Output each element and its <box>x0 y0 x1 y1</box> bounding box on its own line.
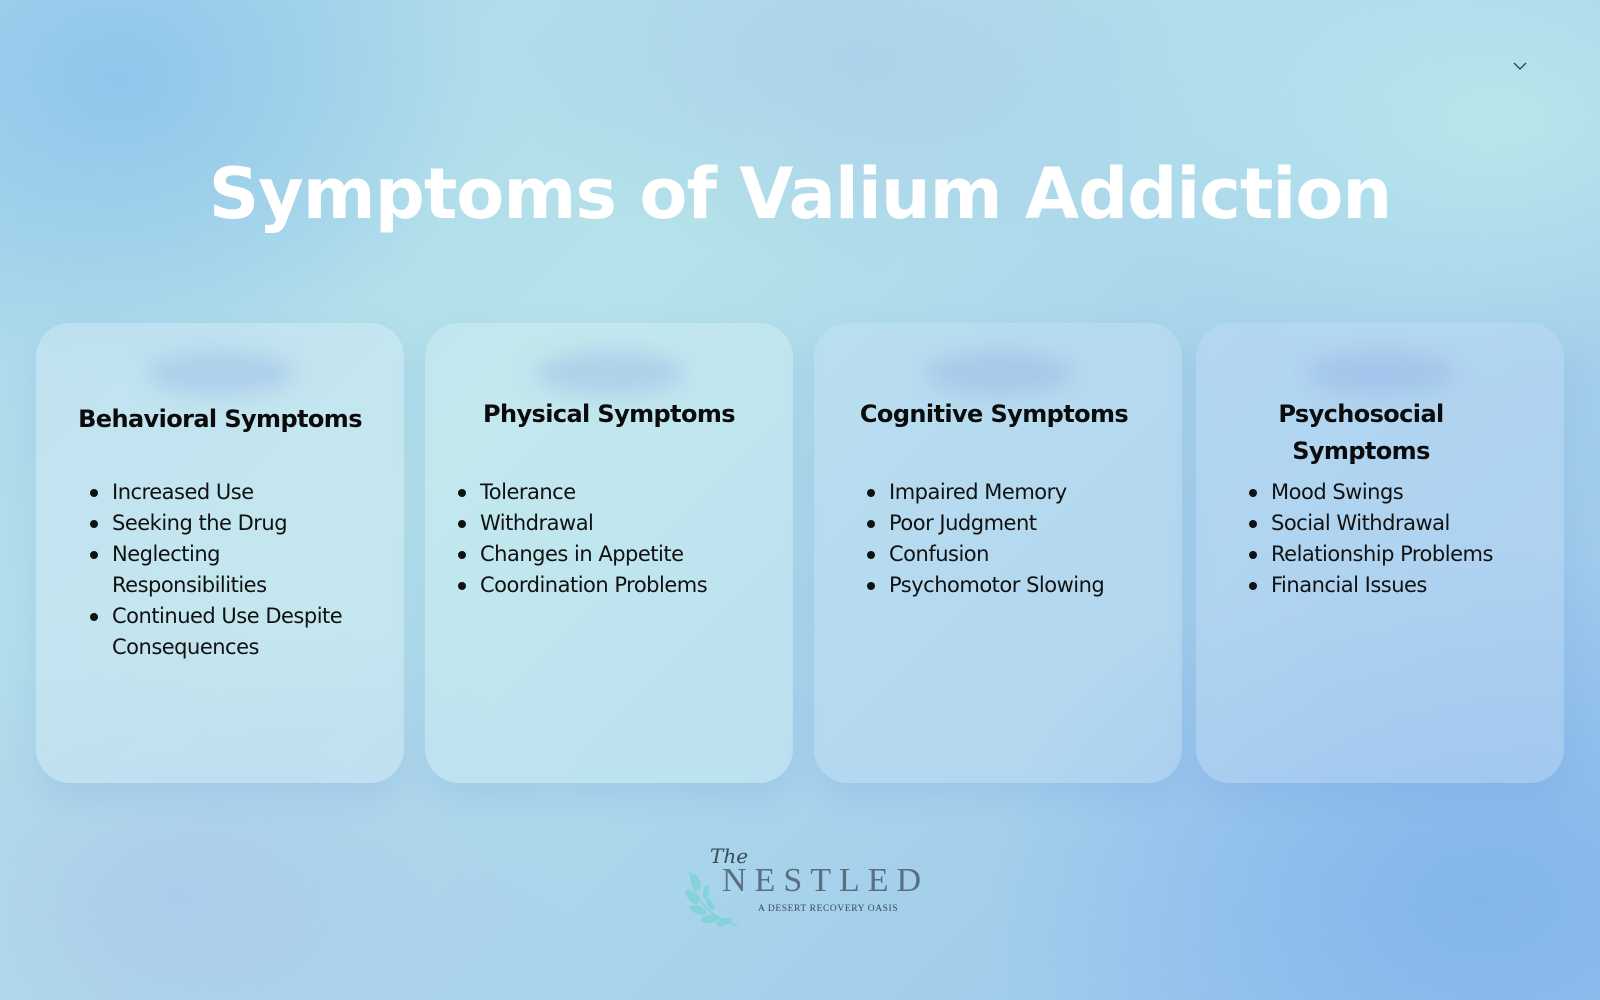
chevron-down-icon[interactable] <box>1510 56 1530 76</box>
list-item: Neglecting Responsibilities <box>90 539 312 601</box>
list-item: Changes in Appetite <box>458 539 780 570</box>
leaf-wreath-icon <box>685 871 739 927</box>
symptom-card-cognitive: Cognitive Symptoms Impaired Memory Poor … <box>814 323 1182 783</box>
symptom-list: Increased Use Seeking the Drug Neglectin… <box>90 477 392 663</box>
symptom-list: Impaired Memory Poor Judgment Confusion … <box>867 477 1174 601</box>
card-heading: Physical Symptoms <box>482 400 736 428</box>
list-item: Continued Use Despite Consequences <box>90 601 392 663</box>
logo-name: NESTLED <box>722 862 930 899</box>
symptom-card-physical: Physical Symptoms Tolerance Withdrawal C… <box>425 323 793 783</box>
list-item: Impaired Memory <box>867 477 1174 508</box>
symptom-list: Tolerance Withdrawal Changes in Appetite… <box>458 477 780 601</box>
card-glow <box>924 351 1074 395</box>
card-heading: Cognitive Symptoms <box>859 400 1129 428</box>
list-item: Financial Issues <box>1249 570 1561 601</box>
nestled-logo: The NESTLED A DESERT RECOVERY OASIS <box>680 842 921 932</box>
page-title: Symptoms of Valium Addiction <box>208 153 1393 235</box>
symptom-card-psychosocial: Psychosocial Symptoms Mood Swings Social… <box>1196 323 1564 783</box>
card-glow <box>146 351 296 395</box>
logo-tagline: A DESERT RECOVERY OASIS <box>758 904 899 914</box>
card-glow <box>535 351 685 395</box>
list-item: Relationship Problems <box>1249 539 1561 570</box>
card-glow <box>1306 351 1456 395</box>
list-item: Social Withdrawal <box>1249 508 1561 539</box>
logo-the: The <box>710 844 749 868</box>
list-item: Psychomotor Slowing <box>867 570 1174 601</box>
list-item: Tolerance <box>458 477 780 508</box>
list-item: Confusion <box>867 539 1174 570</box>
card-heading: Psychosocial Symptoms <box>1278 400 1444 465</box>
list-item: Coordination Problems <box>458 570 780 601</box>
card-heading: Behavioral Symptoms <box>78 405 362 433</box>
list-item: Increased Use <box>90 477 392 508</box>
list-item: Seeking the Drug <box>90 508 392 539</box>
list-item: Withdrawal <box>458 508 780 539</box>
symptom-list: Mood Swings Social Withdrawal Relationsh… <box>1249 477 1561 601</box>
list-item: Poor Judgment <box>867 508 1174 539</box>
symptom-card-behavioral: Behavioral Symptoms Increased Use Seekin… <box>36 323 404 783</box>
list-item: Mood Swings <box>1249 477 1561 508</box>
